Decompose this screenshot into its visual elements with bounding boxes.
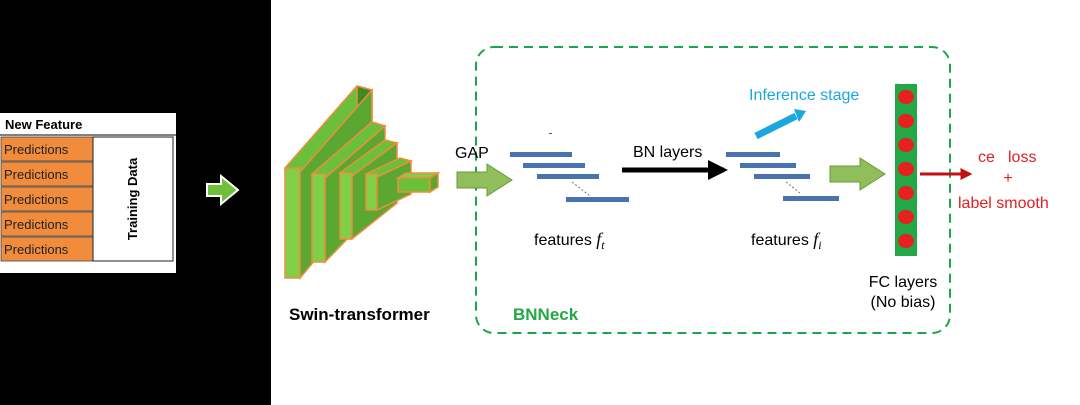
prediction-rows: Predictions Predictions Predictions Pred… [0,136,94,262]
fc-layers-label: FC layers [869,274,937,291]
inference-arrow [754,112,798,140]
training-data-table: New Feature Predictions Predictions Pred… [0,113,176,273]
label-smooth-label: label smooth [958,195,1049,212]
features-ft-bars [510,133,629,202]
bnneck-box [475,46,951,334]
transition-arrow-icon [205,173,241,212]
prediction-label: Predictions [4,142,69,157]
main-panel [271,0,1080,405]
swin-transformer-backbone [283,85,441,281]
ce-label: ce [978,149,995,166]
features-ft-label: features ft [534,229,605,252]
inference-stage-label: Inference stage [749,87,859,104]
fc-layers-column [895,84,917,256]
prediction-label: Predictions [4,192,69,207]
features-fi-bars [726,152,839,201]
training-data-box [92,136,174,262]
training-data-label: Training Data [125,157,140,240]
table-header: New Feature [5,117,82,132]
training-data-table-svg: New Feature Predictions Predictions Pred… [0,113,176,273]
fc-input-arrow-icon [829,157,886,191]
features-fi-label: features fi [751,229,822,252]
plus-label: + [1003,170,1012,187]
loss-label: loss [1008,149,1036,166]
prediction-label: Predictions [4,217,69,232]
prediction-label: Predictions [4,242,69,257]
inference-arrowhead-icon [794,109,806,122]
prediction-cell [0,236,94,262]
bn-layers-label: BN layers [633,144,702,161]
prediction-label: Predictions [4,167,69,182]
gap-arrow-icon [456,163,513,197]
bnneck-label: BNNeck [513,305,579,324]
prediction-cell [0,136,94,162]
fc-no-bias-label: (No bias) [871,294,936,311]
prediction-cell [0,186,94,212]
gap-label: GAP [455,145,489,162]
swin-transformer-label: Swin-transformer [289,305,430,324]
